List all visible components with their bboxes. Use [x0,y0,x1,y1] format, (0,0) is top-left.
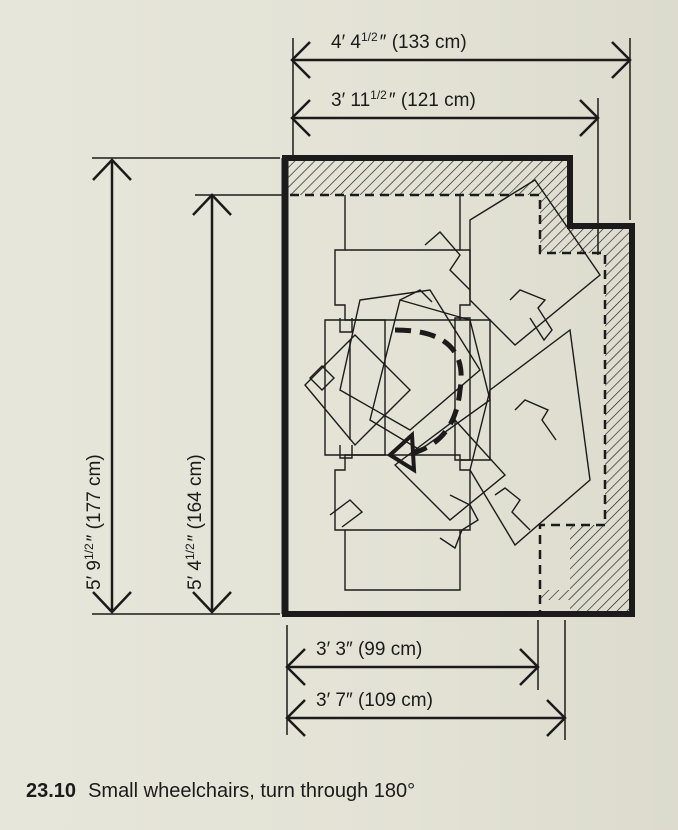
hatched-wall-zone [285,158,632,614]
wheelchair-left [304,318,411,459]
room-enclosure [281,155,635,617]
dim-line-inner-width [290,98,600,255]
wheelchair-top [334,195,471,321]
dim-line-clear-width-large [285,620,567,740]
dim-label-clear-width-small: 3′ 3″ (99 cm) [316,639,422,660]
wheelchair-right-lower [439,328,591,550]
wheelchair-bottom [329,454,471,591]
dim-label-inner-width: 3′ 111/2″ (121 cm) [331,88,476,111]
dimension-lines [92,38,632,740]
wheelchair-outlines [304,179,601,591]
dim-line-inner-length [192,193,282,614]
dim-label-outer-width: 4′ 41/2″ (133 cm) [331,30,467,53]
dashed-clearance-line [290,193,607,614]
turn-arrow [386,327,464,474]
figure-caption: 23.10 Small wheelchairs, turn through 180… [26,780,415,803]
wheelchair-turning-diagram: 4′ 41/2″ (133 cm) 3′ 111/2″ (121 cm) 5′ … [82,30,635,740]
dim-label-clear-width-large: 3′ 7″ (109 cm) [316,690,433,711]
turn-arrowhead [386,430,417,474]
figure-caption-text: Small wheelchairs, turn through 180° [88,780,416,802]
dim-label-inner-length: 5′ 41/2″ (164 cm) [183,454,206,590]
dim-line-outer-width [290,38,632,220]
dim-line-outer-length [92,157,280,615]
wheelchair-centre-frames [339,289,507,521]
turn-arc [394,327,464,458]
wheelchair-right-upper [424,179,601,346]
figure-number: 23.10 [26,780,77,802]
dim-label-outer-length: 5′ 91/2″ (177 cm) [82,454,105,590]
